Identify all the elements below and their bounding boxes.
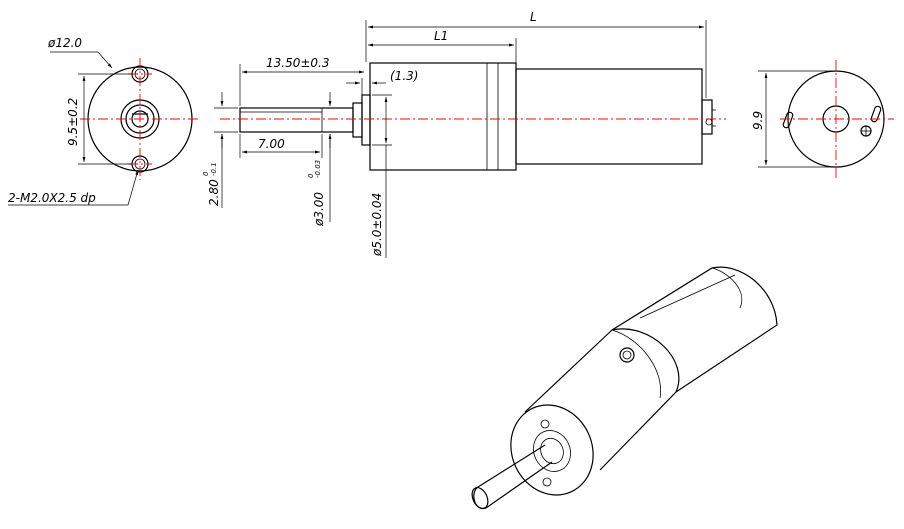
hole-spacing-label: 9.5±0.2 xyxy=(66,98,80,146)
shaft-tol-up: 0 xyxy=(307,173,315,178)
shaft-dia-label: ø3.00 xyxy=(312,192,326,227)
thread-spec-label: 2-M2.0X2.5 dp xyxy=(8,191,96,205)
shaft-collar xyxy=(352,102,363,138)
iso-front-face xyxy=(510,404,594,496)
rear-view: 9.9 xyxy=(751,60,894,180)
flat-length-label: 7.00 xyxy=(258,137,285,151)
right-brush-slot xyxy=(870,105,882,123)
side-view: L L1 13.50±0.3 (1.3) 7.00 2.80 0 -0.1 xyxy=(202,10,726,258)
boss-outline xyxy=(361,94,371,146)
front-view: ø12.0 9.5±0.2 2-M2.0X2.5 dp xyxy=(8,36,200,206)
flat-tol-up: 0 xyxy=(202,171,210,176)
iso-face-hole-top xyxy=(540,419,550,429)
iso-gearbox-body xyxy=(524,328,680,471)
iso-shaft xyxy=(473,444,553,510)
boss-dia-label: ø5.0±0.04 xyxy=(370,193,384,257)
iso-face-hole-bottom xyxy=(542,477,552,487)
motor-dia-label: 9.9 xyxy=(751,111,765,130)
shaft-length-label: 13.50±0.3 xyxy=(266,56,330,70)
overall-length-label: L xyxy=(530,10,537,24)
motor-terminal xyxy=(701,99,713,135)
boss-length-label: (1.3) xyxy=(390,69,418,83)
motor-outline xyxy=(515,68,703,165)
gearbox-length-label: L1 xyxy=(434,29,448,43)
isometric-view xyxy=(471,266,778,510)
iso-side-hole xyxy=(619,347,635,363)
flat-height-label: 2.80 xyxy=(207,179,221,206)
flange-dia-label: ø12.0 xyxy=(47,36,82,50)
flat-tol-low: -0.1 xyxy=(210,162,218,176)
shaft-tol-low: -0.03 xyxy=(314,160,322,178)
iso-motor-body xyxy=(611,266,778,393)
